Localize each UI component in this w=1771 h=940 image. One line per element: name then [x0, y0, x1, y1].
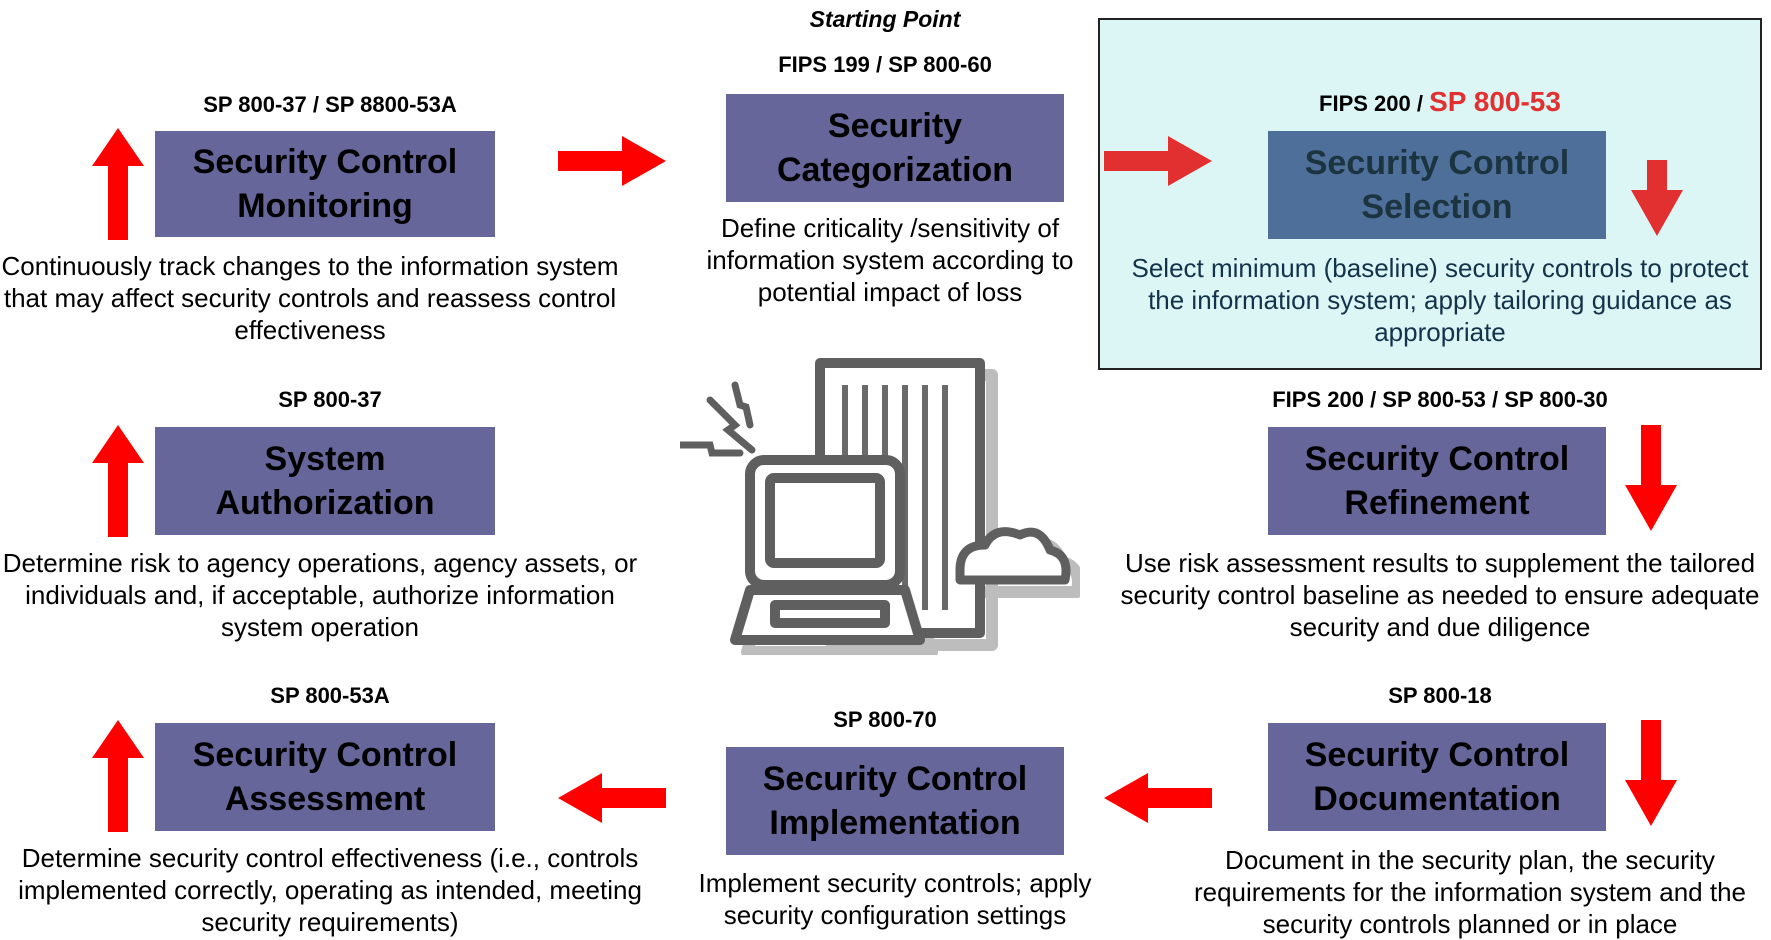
arrow-right-icon	[558, 136, 666, 186]
categorization-description: Define criticality /sensitivity of infor…	[706, 213, 1074, 307]
authorization-title: System Authorization	[215, 440, 435, 522]
selection-description: Select minimum (baseline) security contr…	[1131, 253, 1749, 347]
arrow-down-icon	[1625, 425, 1677, 531]
authorization-standard: SP 800-37	[278, 387, 382, 412]
categorization-standard: FIPS 199 / SP 800-60	[778, 52, 992, 77]
arrow-right-icon	[1104, 136, 1212, 186]
assessment-description: Determine security control effectiveness…	[18, 843, 642, 937]
assessment-box[interactable]: Security Control Assessment	[155, 723, 495, 831]
refinement-standard: FIPS 200 / SP 800-53 / SP 800-30	[1272, 387, 1608, 412]
refinement-title: Security Control Refinement	[1304, 440, 1570, 522]
categorization-box[interactable]: Security Categorization	[726, 94, 1064, 202]
starting-point-label: Starting Point	[809, 6, 961, 32]
computer-system-icon	[680, 358, 1080, 655]
documentation-standard: SP 800-18	[1388, 683, 1492, 708]
authorization-description: Determine risk to agency operations, age…	[2, 548, 638, 642]
implementation-description: Implement security controls; apply secur…	[698, 868, 1092, 930]
assessment-standard: SP 800-53A	[270, 683, 390, 708]
monitoring-description: Continuously track changes to the inform…	[1, 251, 619, 345]
documentation-title: Security Control Documentation	[1304, 736, 1570, 818]
monitoring-standard: SP 800-37 / SP 8800-53A	[203, 92, 457, 117]
selection-standard-highlight: SP 800-53	[1429, 86, 1561, 117]
assessment-title: Security Control Assessment	[192, 736, 458, 818]
selection-box[interactable]: Security Control Selection	[1268, 131, 1606, 239]
categorization-title: Security Categorization	[776, 107, 1014, 189]
arrow-left-icon	[1104, 773, 1212, 823]
arrow-up-icon	[92, 720, 144, 832]
arrow-down-icon	[1625, 720, 1677, 826]
authorization-box[interactable]: System Authorization	[155, 427, 495, 535]
monitoring-title: Security Control Monitoring	[192, 143, 458, 225]
arrow-down-icon	[1631, 160, 1683, 236]
implementation-title: Security Control Implementation	[762, 760, 1028, 842]
arrow-left-icon	[558, 773, 666, 823]
selection-standard-prefix: FIPS 200 /	[1319, 91, 1423, 116]
documentation-description: Document in the security plan, the secur…	[1193, 845, 1747, 939]
arrow-up-icon	[92, 425, 144, 537]
implementation-standard: SP 800-70	[833, 707, 937, 732]
selection-title: Security Control Selection	[1304, 144, 1570, 226]
refinement-description: Use risk assessment results to supplemen…	[1120, 548, 1760, 642]
implementation-box[interactable]: Security Control Implementation	[726, 747, 1064, 855]
monitoring-box[interactable]: Security Control Monitoring	[155, 131, 495, 237]
documentation-box[interactable]: Security Control Documentation	[1268, 723, 1606, 831]
refinement-box[interactable]: Security Control Refinement	[1268, 427, 1606, 535]
arrow-up-icon	[92, 128, 144, 240]
selection-standard: FIPS 200 / SP 800-53	[1230, 86, 1650, 118]
